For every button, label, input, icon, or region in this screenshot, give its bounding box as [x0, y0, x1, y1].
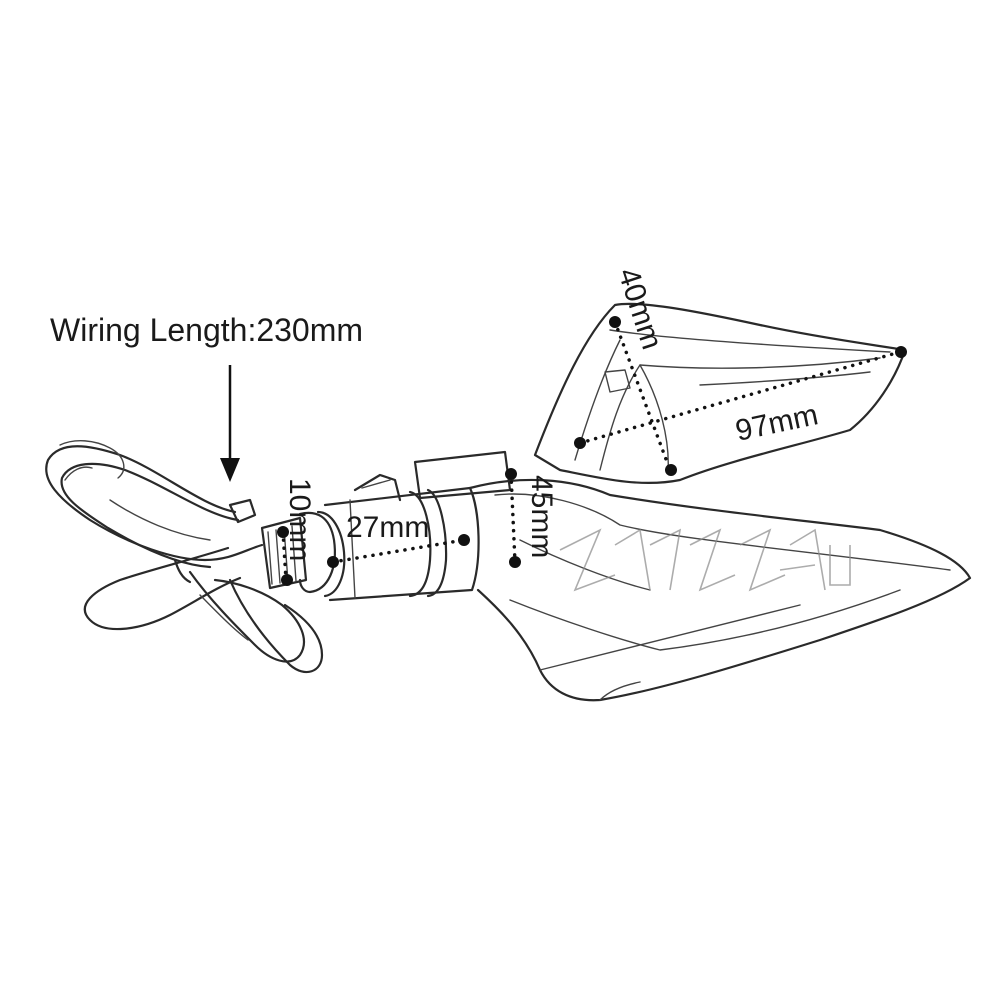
stem-length-label: 27mm	[346, 511, 429, 544]
length-top-line	[578, 350, 902, 445]
thread-diameter-dot-start	[277, 526, 289, 538]
thread-diameter-dot-end	[281, 574, 293, 586]
wiring-bundle	[45, 440, 324, 674]
length-top-dot-start	[574, 437, 586, 449]
stem-length-dot-start	[327, 556, 339, 568]
length-top-dot-end	[895, 346, 907, 358]
height-body-dot-end	[509, 556, 521, 568]
stem-length-dot-end	[458, 534, 470, 546]
upper-lamp	[533, 302, 907, 485]
stem-length-line	[331, 538, 466, 564]
height-body-label: 45mm	[525, 475, 558, 558]
length-top-label: 97mm	[733, 398, 821, 448]
height-top-dot-start	[609, 316, 621, 328]
thread-diameter-label: 10mm	[283, 478, 316, 561]
wiring-arrow-head	[220, 458, 240, 482]
height-body-dot-start	[505, 468, 517, 480]
dimension-marks	[220, 316, 907, 586]
stem-arm	[323, 450, 512, 602]
brand-watermark-logo	[559, 528, 851, 592]
threaded-stud	[260, 510, 346, 598]
wiring-length-label: Wiring Length:230mm	[50, 312, 363, 348]
lower-lamp	[468, 478, 972, 702]
height-top-dot-end	[665, 464, 677, 476]
height-body-line	[509, 472, 517, 564]
thread-diameter-line	[281, 530, 288, 582]
